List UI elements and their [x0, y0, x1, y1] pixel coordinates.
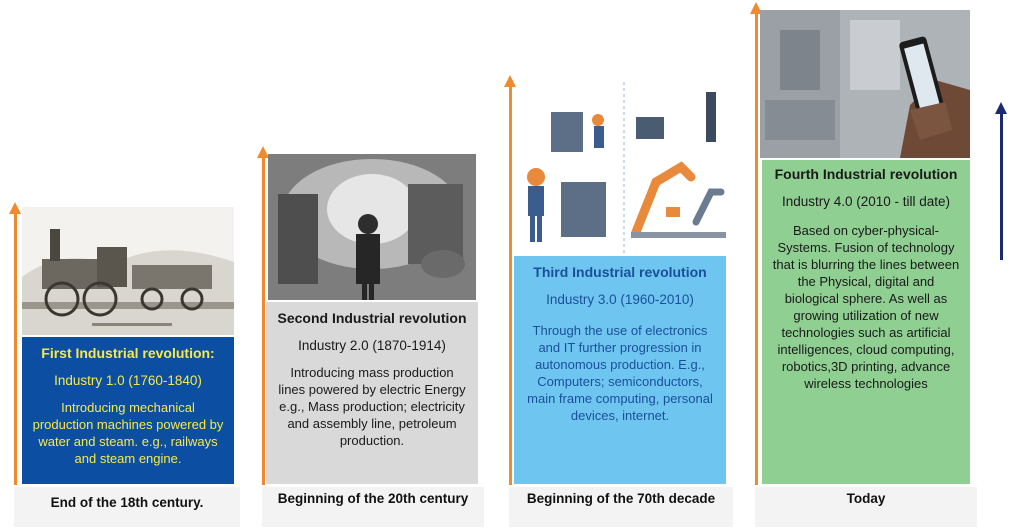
stage-1-footer: End of the 18th century.: [14, 487, 240, 527]
stage-3-card: Third Industrial revolution Industry 3.0…: [514, 256, 726, 484]
stage-3-period: Industry 3.0 (1960-2010): [546, 292, 694, 307]
stage-3-footer: Beginning of the 70th decade: [509, 487, 733, 527]
orange-up-arrow-icon: [9, 202, 21, 485]
orange-up-arrow-icon: [504, 75, 516, 485]
stage-2-description: Introducing mass production lines powere…: [278, 365, 466, 448]
stage-4-description: Based on cyber-physical-Systems. Fusion …: [772, 223, 960, 391]
stage-4-period: Industry 4.0 (2010 - till date): [781, 194, 951, 209]
factory-automation-image: [516, 82, 726, 254]
orange-up-arrow-icon: [257, 146, 269, 485]
stage-1-card: First Industrial revolution: Industry 1.…: [22, 337, 234, 484]
stage-1-period: Industry 1.0 (1760-1840): [54, 373, 202, 388]
stage-1-description: Introducing mechanical production machin…: [32, 400, 224, 466]
stage-4-footer: Today: [755, 487, 977, 527]
steam-locomotive-image: [22, 207, 234, 335]
stage-1-title: First Industrial revolution:: [41, 345, 215, 361]
stage-2-footer: Beginning of the 20th century: [262, 487, 484, 527]
stage-4-title: Fourth Industrial revolution: [774, 166, 958, 182]
stage-2-title: Second Industrial revolution: [277, 310, 467, 326]
electricity-demo-image: [268, 154, 476, 300]
orange-up-arrow-icon: [750, 2, 762, 485]
stage-3-description: Through the use of electronics and IT fu…: [527, 323, 713, 423]
smartphone-factory-image: [760, 10, 970, 158]
stage-2-card: Second Industrial revolution Industry 2.…: [266, 302, 478, 484]
stage-3-title: Third Industrial revolution: [533, 264, 707, 280]
stage-2-period: Industry 2.0 (1870-1914): [298, 338, 446, 353]
navy-up-arrow-icon: [995, 102, 1007, 260]
stage-4-card: Fourth Industrial revolution Industry 4.…: [762, 160, 970, 484]
